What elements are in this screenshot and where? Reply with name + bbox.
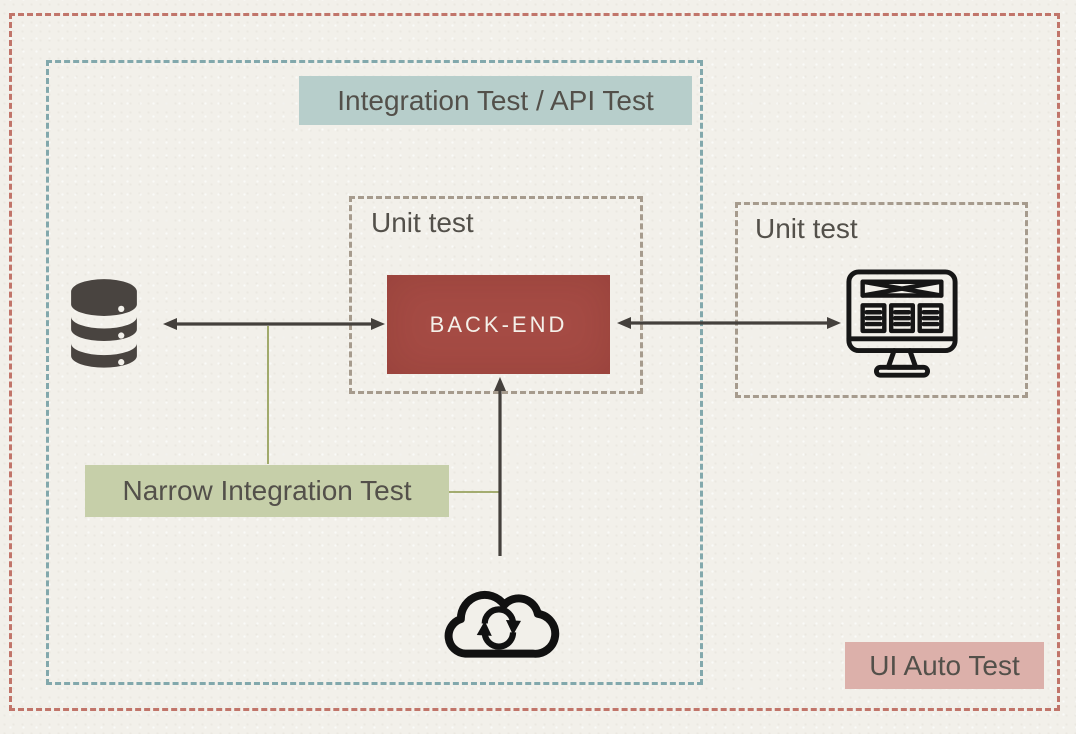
narrow-integration-test-label: Narrow Integration Test [85,465,449,517]
database-icon [71,279,137,368]
ui-auto-test-label: UI Auto Test [845,642,1044,689]
backend-node: BACK-END [387,275,610,374]
cloud-sync-icon [444,590,560,658]
ui-auto-test-boundary [9,13,1060,711]
monitor-wireframe-icon [846,269,958,378]
integration-test-label-text: Integration Test / API Test [337,84,654,116]
backend-label: BACK-END [429,311,568,337]
ui-auto-test-label-text: UI Auto Test [869,649,1020,681]
integration-test-label: Integration Test / API Test [299,76,692,125]
narrow-integration-test-label-text: Narrow Integration Test [122,475,412,506]
unit-test-backend-label: Unit test [371,207,474,238]
unit-test-frontend-label: Unit test [755,213,858,244]
unit-test-backend-boundary [349,196,643,394]
integration-test-boundary [46,60,703,685]
unit-test-frontend-boundary [735,202,1028,398]
